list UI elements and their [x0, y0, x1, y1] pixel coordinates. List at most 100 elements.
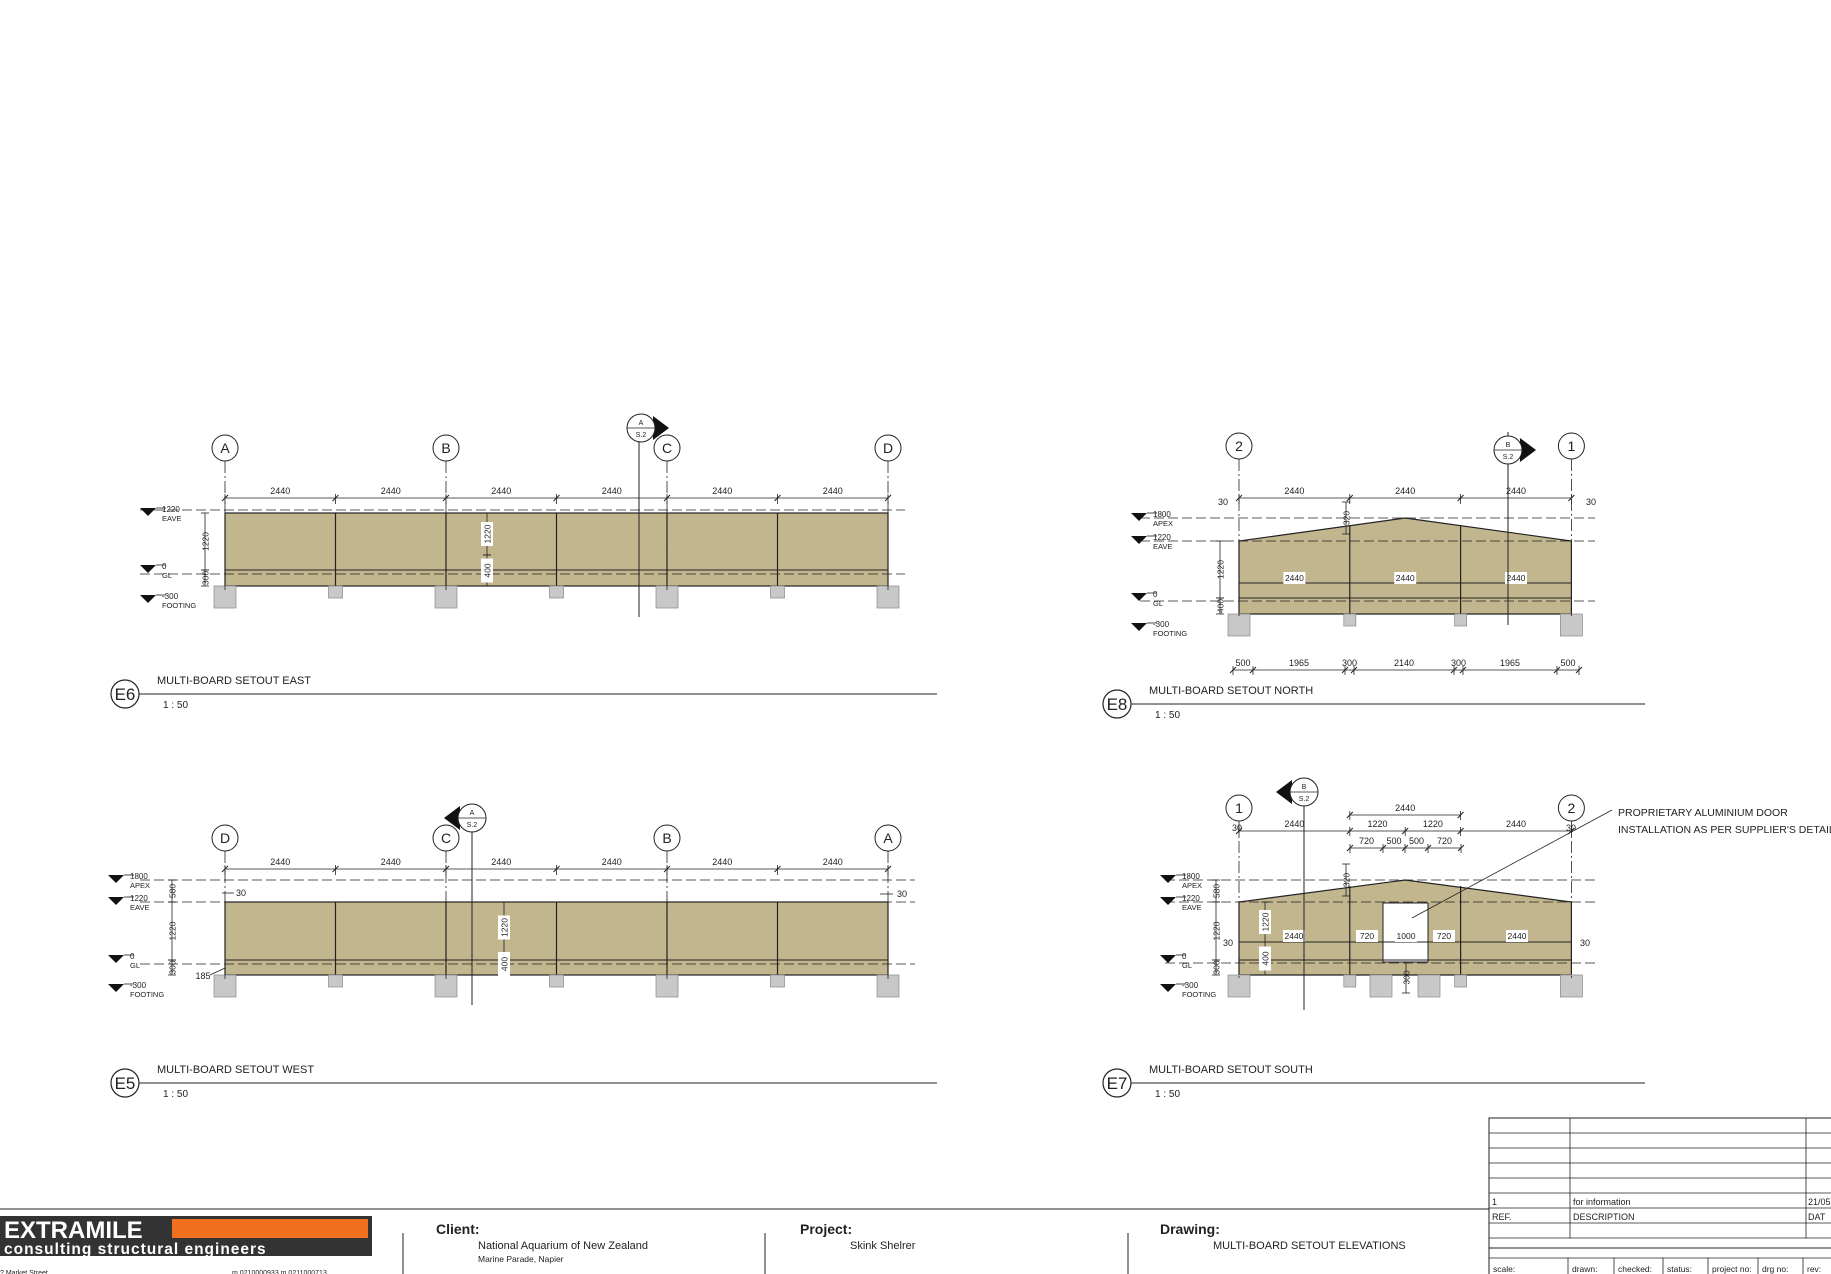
client-label: Client: [436, 1221, 480, 1237]
end-dimension: 30 [1566, 823, 1576, 833]
inner-dim-base: 400 [498, 952, 510, 976]
level-name: GL [1182, 961, 1192, 970]
end-dimension: 30 [897, 889, 907, 899]
dimension-slash [1459, 666, 1467, 674]
dimension-value: 500 [1409, 836, 1424, 846]
side-dim-footing: 300 [1211, 959, 1221, 976]
revision-ref: 1 [1492, 1197, 1497, 1207]
panel-label-bg [1394, 572, 1417, 584]
level-triangle [140, 508, 156, 516]
dimension-slash [1457, 811, 1464, 819]
level-name: EAVE [130, 903, 149, 912]
logo-orange-band [172, 1219, 368, 1238]
level-value: 1220 [1153, 533, 1171, 542]
dimension-slash [1457, 494, 1464, 502]
panel-label: 2440 [1285, 573, 1304, 583]
dimension-value: 1220 [1423, 819, 1443, 829]
section-ref: B [1506, 442, 1511, 449]
dimension-slash [663, 494, 671, 502]
dimension-value: 2440 [823, 857, 843, 867]
footing-pad [1369, 974, 1393, 998]
dimension-value: 1220 [1367, 819, 1387, 829]
dimension-label-bg [481, 522, 493, 546]
dimension-value: 1220 [1215, 560, 1225, 579]
dimension-value: 1220 [1211, 921, 1221, 940]
panel-label-bg [1506, 930, 1528, 942]
level-name: FOOTING [1153, 629, 1187, 638]
dimension-value: 2440 [1506, 486, 1526, 496]
project-name: Skink Shelrer [850, 1240, 916, 1252]
dimension-value: 1220 [1260, 912, 1270, 931]
pitch-dimension: 320 [1341, 863, 1351, 897]
dimension-value: 300 [167, 960, 177, 974]
revision-description: for information [1573, 1197, 1631, 1207]
dimension-slash [774, 494, 781, 502]
revision-header-ref: REF. [1492, 1212, 1512, 1222]
grid-label: C [441, 830, 451, 846]
grid-label: C [662, 440, 672, 456]
level-value: 0 [162, 562, 167, 571]
client-address: Marine Parade, Napier [478, 1254, 564, 1264]
panel-label-bg [1395, 930, 1417, 942]
dimension-value: 2140 [1394, 658, 1414, 668]
dimension-slash [1457, 844, 1465, 852]
level-name: EAVE [1182, 903, 1201, 912]
end-dimension: 30 [1232, 823, 1242, 833]
view-scale: 1 : 50 [1155, 1089, 1180, 1100]
client-name: National Aquarium of New Zealand [478, 1240, 648, 1252]
footing-pad [770, 585, 785, 599]
grid-label: A [220, 440, 230, 456]
level-value: 0 [130, 952, 135, 961]
dimension-slash [1229, 666, 1237, 674]
level-name: APEX [1182, 881, 1202, 890]
level-name: EAVE [1153, 542, 1172, 551]
side-mark: 30 [1580, 938, 1590, 948]
company-phone: m 0210000933 m 0211000713 [232, 1270, 327, 1274]
section-marker: BS.2 [1276, 777, 1319, 807]
side-dim-wall: 1220 [1215, 540, 1225, 599]
side-dim-base: 400 [1215, 597, 1225, 615]
dimension-slash [1379, 844, 1387, 852]
dimension-value: 2440 [381, 486, 401, 496]
footer-label: checked: [1618, 1264, 1652, 1274]
side-dim-wall: 1220 [167, 901, 177, 961]
panel-label-bg [1283, 572, 1306, 584]
dimension-label-bg [481, 558, 493, 583]
revision-frame [1488, 1117, 1831, 1249]
footing-pad [1227, 613, 1251, 637]
offset-dimension: 185 [195, 971, 210, 981]
view-code: E8 [1107, 695, 1128, 714]
dimension-value: 2440 [270, 857, 290, 867]
dimension-slash [1235, 827, 1243, 835]
dimension-label-bg [1259, 946, 1271, 971]
logo-wordmark: EXTRAMILE [4, 1217, 143, 1244]
grid-label: B [441, 440, 450, 456]
level-value: -300 [1153, 620, 1170, 629]
dimension-slash [1401, 827, 1409, 835]
level-value: 1220 [1182, 894, 1200, 903]
section-ref: A [639, 420, 644, 427]
level-name: GL [1153, 599, 1163, 608]
dimension-slash [332, 865, 339, 873]
dimension-slash [1457, 827, 1464, 835]
view-code: E7 [1107, 1074, 1128, 1093]
side-dim-apex: 580 [1211, 879, 1221, 903]
view-title: MULTI-BOARD SETOUT NORTH [1149, 685, 1313, 697]
inner-dim-wall: 1220 [1259, 901, 1271, 943]
drawing-label: Drawing: [1160, 1221, 1220, 1237]
level-value: 0 [1182, 952, 1187, 961]
grid-line-2: 2 [1225, 432, 1253, 618]
panel-label-bg [1283, 930, 1305, 942]
grid-label: D [220, 830, 230, 846]
panel-label: 2440 [1285, 931, 1304, 941]
grid-line-D: D [874, 434, 902, 590]
